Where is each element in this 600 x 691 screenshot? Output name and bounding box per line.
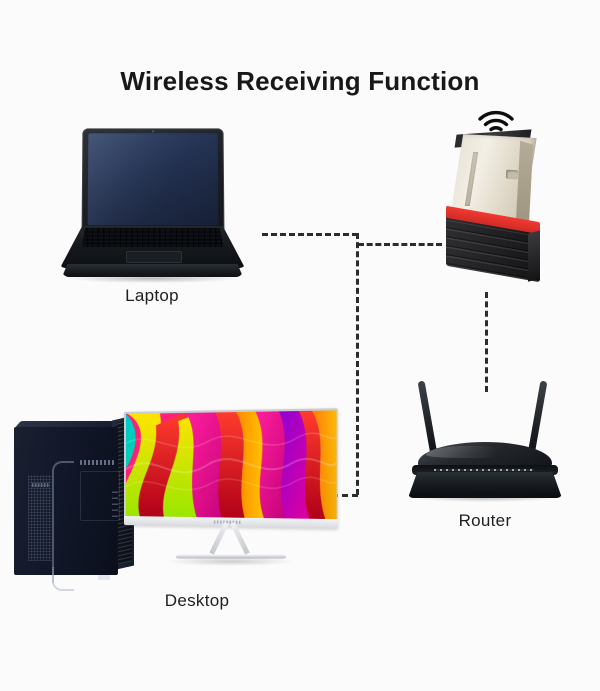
device-usb-wifi-adapter — [440, 108, 550, 286]
label-desktop: Desktop — [164, 591, 230, 610]
laptop-shadow — [68, 274, 238, 283]
router-shadow — [414, 494, 556, 502]
connection-laptop-to-adapter — [262, 233, 358, 236]
tower-badge — [98, 575, 110, 580]
laptop-webcam-icon — [152, 129, 154, 132]
tower-mesh-grill — [28, 475, 52, 561]
page-title: Wireless Receiving Function — [120, 66, 480, 96]
tower-drive-bay — [80, 471, 120, 521]
usb-body-side — [528, 230, 540, 282]
laptop-lid — [81, 128, 225, 233]
label-laptop: Laptop — [125, 286, 179, 305]
laptop-base — [62, 264, 243, 277]
monitor-panel — [124, 408, 338, 529]
tower-accent-line-bottom — [52, 567, 74, 591]
laptop-screen — [87, 133, 219, 226]
connection-trunk-to-adapter — [358, 243, 442, 246]
laptop-touchpad — [126, 251, 182, 263]
router-led-strip — [434, 469, 534, 471]
device-desktop — [8, 405, 338, 591]
connection-router-to-adapter — [485, 292, 488, 392]
tower-front-ports — [112, 491, 118, 517]
router-antenna-right — [528, 380, 548, 453]
device-router — [400, 370, 570, 505]
tower-side-logo — [32, 483, 50, 487]
connection-desktop-to-trunk — [322, 494, 358, 497]
router-antenna-left — [417, 380, 437, 453]
monitor-stand-leg-right — [230, 521, 250, 555]
tower-brand-logo — [80, 460, 114, 465]
label-router: Router — [458, 511, 512, 530]
monitor-wallpaper — [125, 409, 336, 520]
laptop-keyboard — [82, 228, 223, 247]
monitor-stand-leg-left — [209, 521, 229, 555]
monitor-stand-neck — [204, 521, 254, 557]
monitor-screen — [125, 409, 336, 520]
connection-vertical-trunk — [356, 233, 359, 495]
device-laptop — [60, 128, 245, 283]
router-base — [408, 472, 562, 498]
monitor-shadow — [168, 557, 294, 566]
usb-connector-hole — [505, 169, 519, 180]
tower-front-panel — [14, 427, 120, 591]
tower-accent-line-top — [52, 461, 74, 583]
